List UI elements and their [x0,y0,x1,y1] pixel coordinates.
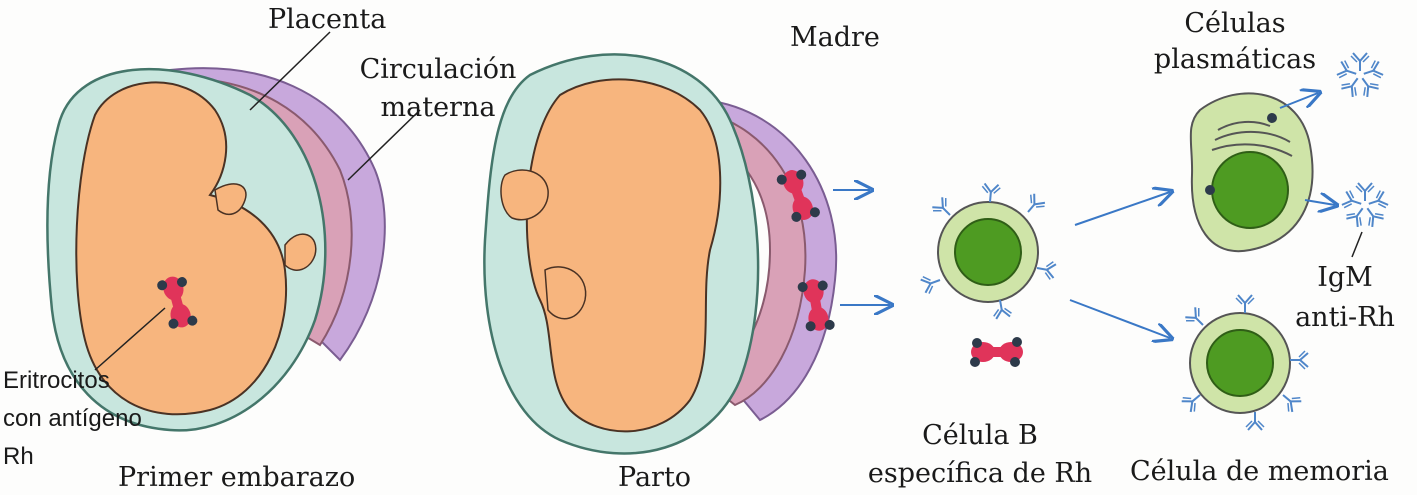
label-placenta: Placenta [268,4,386,36]
label-erythrocytes-line3: Rh [3,442,34,472]
arrow-to-memory-cell [1070,300,1170,338]
arrow-igm-2 [1305,200,1335,205]
b-cell [920,183,1056,319]
label-igm-line2: anti-Rh [1290,302,1400,334]
label-bcell-line1: Célula B [880,420,1080,452]
memory-cell [1180,295,1308,430]
fetus-2 [527,79,720,431]
plasma-cell [1191,93,1313,251]
label-bcell-line2: específica de Rh [860,458,1100,490]
free-erythrocyte [970,337,1023,367]
label-circulation-line2: materna [348,92,528,124]
label-circulation-line1: Circulación [348,54,528,86]
label-erythrocytes-line1: Eritrocitos [3,366,110,396]
label-plasma-cells-line2: plasmáticas [1140,44,1330,76]
arrow-igm-1 [1280,93,1318,108]
arrow-to-plasma-cell [1075,192,1170,225]
label-madre: Madre [790,22,880,54]
igm-antibody-1 [1336,53,1383,98]
igm-antibody-2 [1341,183,1388,228]
label-plasma-cells-line1: Células [1140,8,1330,40]
label-memory-cell: Célula de memoria [1130,456,1389,488]
label-delivery: Parto [618,462,691,494]
label-first-pregnancy: Primer embarazo [118,462,355,494]
label-igm-line1: IgM [1300,262,1390,294]
igm-pointer [1352,232,1362,257]
label-erythrocytes-line2: con antígeno [3,404,142,434]
delivery-scene [484,54,890,453]
